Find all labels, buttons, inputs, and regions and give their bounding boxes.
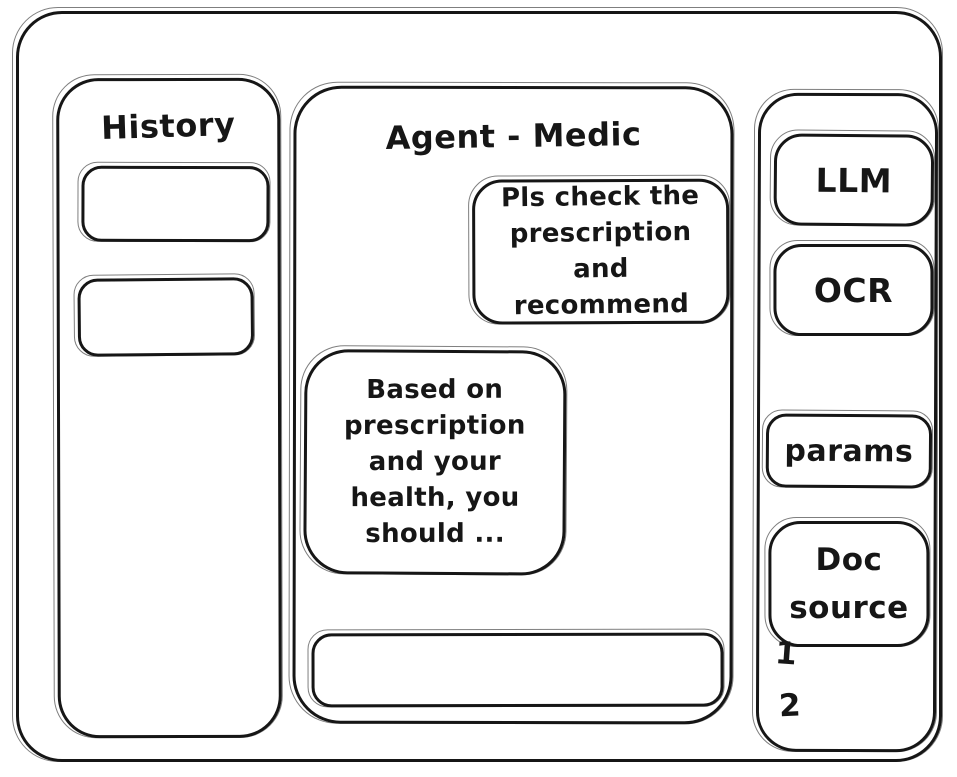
- llm-button-label: LLM: [815, 160, 893, 200]
- history-panel-title: History: [100, 104, 236, 148]
- ocr-button-label: OCR: [813, 270, 894, 310]
- chat-input-bar: [311, 632, 724, 708]
- llm-button[interactable]: LLM: [773, 133, 935, 227]
- user-message-bubble: Pls check the prescription and recommend: [472, 178, 730, 325]
- history-item[interactable]: [77, 277, 255, 357]
- ocr-button[interactable]: OCR: [773, 244, 934, 337]
- chat-input[interactable]: [314, 635, 721, 705]
- history-panel: History: [56, 77, 282, 739]
- chat-panel-title: Agent - Medic: [385, 114, 642, 158]
- user-message-text: Pls check the prescription and recommend: [500, 180, 700, 321]
- doc-source-button[interactable]: Doc source: [768, 520, 930, 648]
- params-button-label: params: [784, 433, 914, 469]
- app-frame: History Agent - Medic Pls check the pres…: [12, 7, 943, 762]
- params-button[interactable]: params: [765, 413, 933, 489]
- assistant-message-bubble: Based on prescription and your health, y…: [303, 349, 567, 576]
- chat-panel: Agent - Medic Pls check the prescription…: [292, 85, 734, 725]
- doc-source-button-label: Doc source: [789, 541, 909, 627]
- doc-source-item-1[interactable]: 1: [773, 635, 799, 673]
- doc-source-item-2[interactable]: 2: [778, 687, 802, 725]
- history-item[interactable]: [81, 165, 270, 243]
- assistant-message-text: Based on prescription and your health, y…: [343, 374, 526, 549]
- tools-panel: LLM OCR params Doc source 1 2: [755, 92, 939, 753]
